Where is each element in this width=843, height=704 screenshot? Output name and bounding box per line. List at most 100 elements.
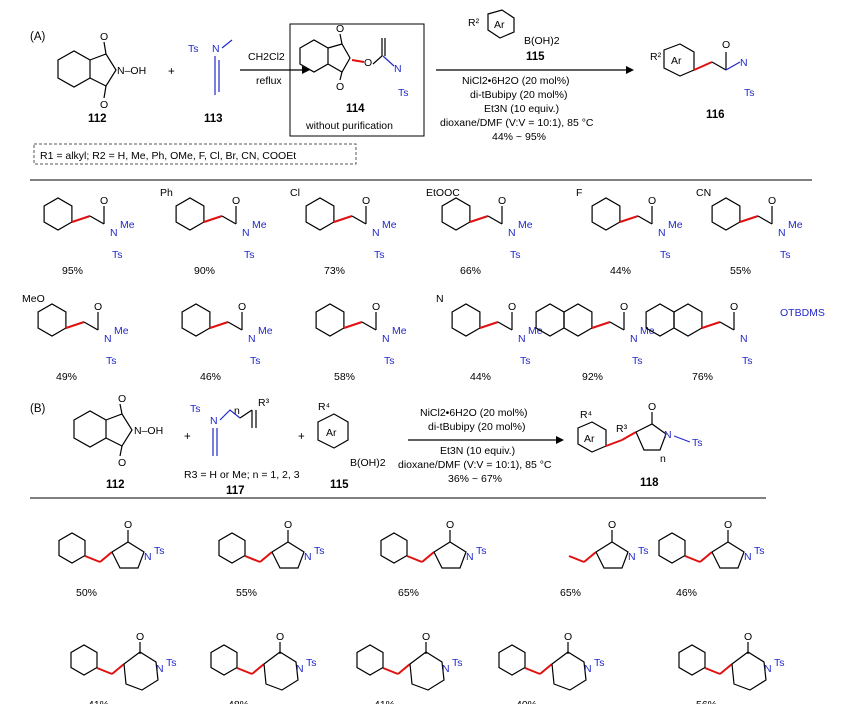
- svg-text:O: O: [362, 195, 370, 207]
- svg-text:Me: Me: [392, 325, 407, 337]
- svg-text:OTBDMS: OTBDMS: [780, 307, 825, 319]
- scope-b-compound-9: ONTs40%: [498, 631, 605, 704]
- yield-b-6: 41%: [88, 699, 109, 704]
- svg-text:+: +: [298, 431, 305, 443]
- svg-text:O: O: [372, 301, 380, 313]
- svg-text:R³: R³: [616, 423, 628, 435]
- svg-text:N: N: [144, 551, 152, 563]
- svg-text:O: O: [564, 631, 572, 643]
- yield-b-8: 41%: [374, 699, 395, 704]
- svg-text:N: N: [394, 63, 402, 75]
- svg-text:O: O: [724, 519, 732, 531]
- svg-text:O: O: [124, 519, 132, 531]
- svg-text:CH2Cl2: CH2Cl2: [248, 51, 285, 63]
- svg-text:R²: R²: [650, 51, 662, 63]
- svg-text:O: O: [508, 301, 516, 313]
- svg-text:R²: R²: [468, 17, 480, 29]
- svg-text:Ts: Ts: [106, 355, 117, 367]
- compound-116-label: 116: [706, 109, 725, 121]
- svg-text:N: N: [630, 333, 638, 345]
- svg-text:N: N: [296, 663, 304, 675]
- compound-115-label: 115: [526, 51, 545, 63]
- compound-117-label: 117: [226, 485, 245, 497]
- svg-text:+: +: [184, 431, 191, 443]
- yield-a-11: 92%: [582, 371, 603, 383]
- svg-text:N: N: [628, 551, 636, 563]
- svg-text:O: O: [722, 39, 730, 51]
- svg-text:n: n: [660, 453, 666, 465]
- svg-text:Ar: Ar: [584, 433, 595, 445]
- svg-text:O: O: [118, 393, 126, 405]
- compound-112-label-b: 112: [106, 479, 125, 491]
- svg-text:Ts: Ts: [780, 249, 791, 261]
- yield-b-3: 65%: [398, 587, 419, 599]
- svg-text:O: O: [768, 195, 776, 207]
- svg-text:NiCl2•6H2O (20 mol%): NiCl2•6H2O (20 mol%): [462, 75, 570, 87]
- svg-text:Ts: Ts: [244, 249, 255, 261]
- svg-text:Ar: Ar: [494, 19, 505, 31]
- yield-a-5: 44%: [610, 265, 631, 277]
- svg-text:Et3N (10 equiv.): Et3N (10 equiv.): [440, 445, 515, 457]
- svg-text:B(OH)2: B(OH)2: [350, 457, 386, 469]
- svg-text:Ts: Ts: [190, 403, 201, 415]
- conditions-a: NiCl2•6H2O (20 mol%) di-tBubipy (20 mol%…: [440, 75, 594, 143]
- svg-text:N: N: [740, 333, 748, 345]
- svg-text:N: N: [584, 663, 592, 675]
- svg-text:dioxane/DMF (V:V = 10:1), 85 °: dioxane/DMF (V:V = 10:1), 85 °C: [398, 459, 552, 471]
- svg-text:MeO: MeO: [22, 293, 45, 305]
- svg-text:N: N: [242, 227, 250, 239]
- svg-text:di-tBubipy (20 mol%): di-tBubipy (20 mol%): [470, 89, 567, 101]
- svg-text:N: N: [778, 227, 786, 239]
- scope-a-products: ONMeTs95%ONMeTsPh90%ONMeTsCl73%ONMeTsEtO…: [22, 187, 825, 383]
- svg-text:R3 = H or Me; n = 1, 2, 3: R3 = H or Me; n = 1, 2, 3: [184, 469, 300, 481]
- svg-text:O: O: [648, 195, 656, 207]
- yield-b-9: 40%: [516, 699, 537, 704]
- svg-text:Ts: Ts: [306, 657, 317, 669]
- panel-b-label: (B): [30, 403, 46, 415]
- svg-text:N: N: [664, 429, 672, 441]
- svg-text:di-tBubipy (20 mol%): di-tBubipy (20 mol%): [428, 421, 525, 433]
- svg-text:N: N: [658, 227, 666, 239]
- yield-b-4: 65%: [560, 587, 581, 599]
- intermediate-box: [289, 23, 425, 137]
- svg-text:Me: Me: [114, 325, 129, 337]
- svg-text:O: O: [276, 631, 284, 643]
- svg-text:N: N: [744, 551, 752, 563]
- yield-a-10: 44%: [470, 371, 491, 383]
- svg-text:Ts: Ts: [660, 249, 671, 261]
- yield-a-9: 58%: [334, 371, 355, 383]
- svg-text:Ts: Ts: [314, 545, 325, 557]
- svg-text:reflux: reflux: [256, 75, 282, 87]
- svg-text:O: O: [136, 631, 144, 643]
- svg-text:O: O: [498, 195, 506, 207]
- svg-text:Ts: Ts: [744, 87, 755, 99]
- svg-text:N–OH: N–OH: [134, 425, 163, 437]
- svg-text:Ph: Ph: [160, 187, 173, 199]
- svg-text:Ts: Ts: [774, 657, 785, 669]
- svg-text:N: N: [104, 333, 112, 345]
- svg-text:Ts: Ts: [638, 545, 649, 557]
- svg-text:Ar: Ar: [671, 55, 682, 67]
- svg-text:F: F: [576, 187, 582, 199]
- yield-a-3: 73%: [324, 265, 345, 277]
- svg-text:Ts: Ts: [452, 657, 463, 669]
- svg-text:R⁴: R⁴: [318, 401, 330, 413]
- svg-text:Me: Me: [252, 219, 267, 231]
- svg-text:O: O: [608, 519, 616, 531]
- svg-text:O: O: [446, 519, 454, 531]
- yield-a-7: 49%: [56, 371, 77, 383]
- svg-text:O: O: [744, 631, 752, 643]
- compound-112-label: 112: [88, 113, 107, 125]
- svg-text:Ts: Ts: [632, 355, 643, 367]
- svg-text:Ts: Ts: [188, 43, 199, 55]
- phthalimide-112: O O N–OH 112: [57, 31, 146, 125]
